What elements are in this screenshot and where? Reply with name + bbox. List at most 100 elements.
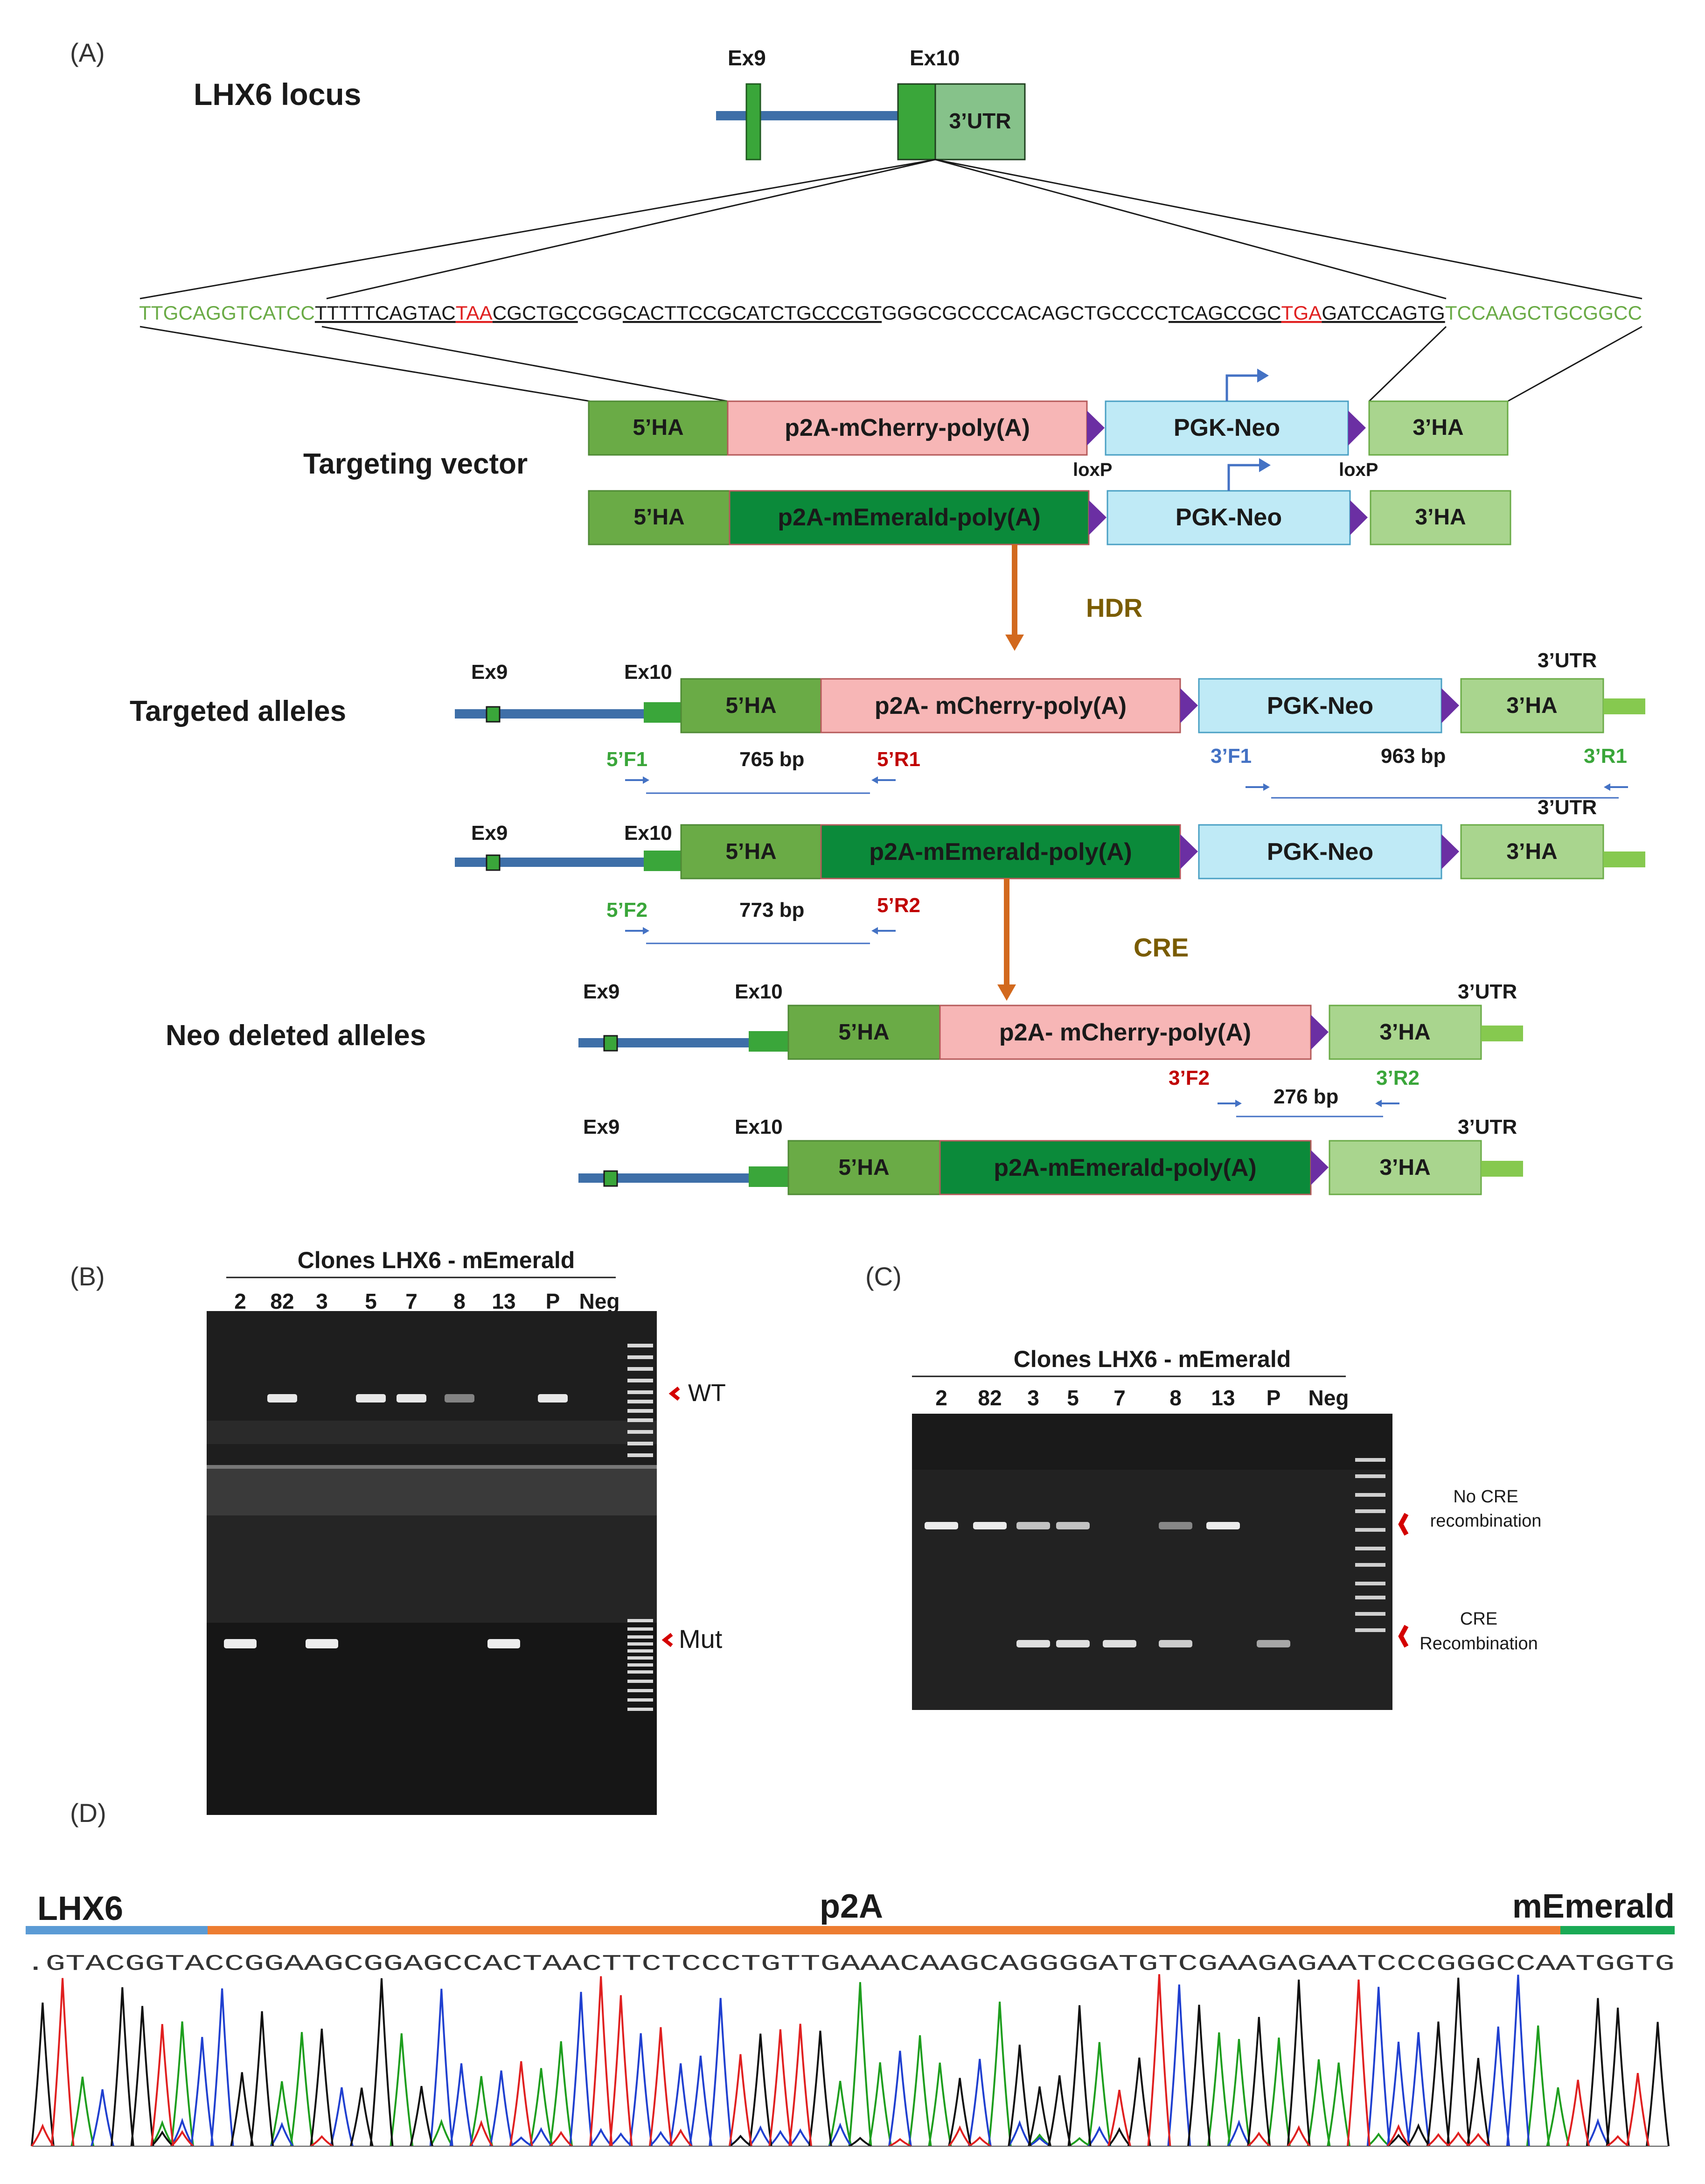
cre-band: [1016, 1640, 1050, 1647]
gelc-top-dark: [912, 1414, 1392, 1470]
cre-arrowhead: [997, 984, 1016, 1001]
panel-label-b: (B): [70, 1262, 105, 1291]
nd1-3ha-box: [1329, 1005, 1482, 1060]
nd2-emerald-box: [939, 1140, 1312, 1195]
vector1-promoter-arrow: [1225, 374, 1260, 401]
ta2-loxp1: [1180, 834, 1198, 869]
ladder-band: [1355, 1474, 1385, 1478]
primer-3f1: 3’F1: [1211, 745, 1252, 768]
ta1-ex9-box: [486, 706, 501, 723]
ta2-utr-label: 3’UTR: [1538, 796, 1597, 819]
wt-band: [445, 1394, 474, 1403]
ta1-neo-label: PGK-Neo: [1267, 692, 1373, 719]
ladder-band: [627, 1642, 653, 1646]
nd2-utr-tail: [1481, 1161, 1523, 1177]
gelc-lane-label: 5: [1067, 1386, 1079, 1410]
nd2-intron: [578, 1173, 749, 1183]
hdr-arrowhead: [1005, 635, 1024, 651]
vector2-3ha-box: [1370, 490, 1511, 545]
vector2-promoter-arrow: [1227, 464, 1261, 491]
ta1-ex10-label: Ex10: [624, 661, 672, 684]
cre-band: [1103, 1640, 1136, 1647]
ta1-cherry-box: [820, 678, 1181, 733]
vector2-5ha-box: [588, 490, 731, 545]
nd2-ex10-box: [749, 1166, 788, 1187]
vector-row-emerald: 5’HA p2A-mEmerald-poly(A) PGK-Neo 3’HA: [588, 458, 1511, 545]
gelc-cre-marker-icon: [1398, 1625, 1409, 1648]
seqd-memerald-label: mEmerald: [1512, 1888, 1675, 1925]
trace-g: [30, 1977, 1670, 2147]
nd2-ex10-label: Ex10: [735, 1116, 783, 1138]
gelb-lane-label: 8: [453, 1289, 466, 1313]
ladder-band: [627, 1430, 653, 1434]
gelb-divider: [207, 1465, 657, 1469]
gelb-ladder: [627, 1344, 653, 1711]
panel-label-c: (C): [865, 1262, 902, 1291]
gelc-title: Clones LHX6 - mEmerald: [1014, 1346, 1291, 1372]
gelb-lane-label: 7: [405, 1289, 418, 1313]
wt-band: [538, 1394, 568, 1403]
ladder-band: [627, 1453, 653, 1457]
ta2-intron: [455, 858, 644, 867]
vector1-cherry-label: p2A-mCherry-poly(A): [785, 414, 1030, 441]
seqd-p2a-label: p2A: [820, 1888, 883, 1925]
gelb-bottom-rest: [207, 1623, 657, 1815]
gelc-ladder: [1355, 1458, 1385, 1632]
loxp-label-2: loxP: [1339, 460, 1378, 480]
ladder-band: [1355, 1612, 1385, 1616]
nd1-ex9-label: Ex9: [583, 980, 619, 1003]
ladder-band: [627, 1379, 653, 1382]
ladder-band: [1355, 1458, 1385, 1462]
gelc-lane-label: 7: [1113, 1386, 1126, 1410]
nocre-band: [973, 1522, 1007, 1529]
gelc-lane-label: 13: [1211, 1386, 1235, 1410]
ta1-loxp1: [1180, 688, 1198, 723]
vector1-3ha-box: [1368, 400, 1509, 456]
locus-intron-line: [716, 111, 907, 120]
targeted-allele-emerald: Ex9 Ex10 3’UTR 5’HA p2A-mEmerald-poly(A)…: [455, 796, 1645, 879]
vector2-loxp2-triangle: [1350, 500, 1368, 535]
gelb-lane-label: P: [546, 1289, 560, 1313]
seqd-lhx6-label: LHX6: [37, 1890, 123, 1927]
gelb-lane-label: Neg: [579, 1289, 620, 1313]
gelc-lane-label: 2: [935, 1386, 947, 1410]
gelb-top-smear: [207, 1421, 657, 1444]
ta2-3ha-label: 3’HA: [1506, 839, 1557, 864]
primer-arrows-row2: [625, 927, 896, 944]
nd1-cherry-label: p2A- mCherry-poly(A): [999, 1019, 1251, 1046]
ladder-band: [1355, 1582, 1385, 1585]
vector2-neo-box: [1107, 490, 1351, 545]
nd2-ex9-box: [603, 1170, 618, 1187]
ladder-band: [627, 1689, 653, 1692]
targeted-title: Targeted alleles: [130, 695, 346, 727]
nd1-ex10-box: [749, 1031, 788, 1052]
ta1-3ha-label: 3’HA: [1506, 693, 1557, 718]
gelb-lane-label: 13: [492, 1289, 515, 1313]
ta2-utr-tail: [1603, 851, 1645, 867]
gelc-lane-label: 3: [1027, 1386, 1039, 1410]
vector1-neo-box: [1105, 400, 1349, 456]
seq-seg3: CGG: [578, 302, 623, 324]
vector1-cherry-box: [727, 400, 1088, 456]
nd2-ex9-label: Ex9: [583, 1116, 619, 1138]
seq-seg6: TCAGCCGC: [1169, 302, 1281, 324]
ladder-band: [627, 1656, 653, 1660]
ladder-band: [1355, 1563, 1385, 1567]
primer-arrows-row3: [1218, 1100, 1399, 1117]
nd2-loxp: [1311, 1150, 1329, 1185]
locus-utr-label: 3’UTR: [949, 109, 1011, 133]
ta2-ex10-label: Ex10: [624, 822, 672, 844]
locus-ex9-box: [745, 83, 761, 160]
nd1-intron: [578, 1038, 749, 1047]
vector-zoom-lines: [139, 326, 1642, 402]
vector2-5ha-label: 5’HA: [633, 505, 684, 530]
ladder-band: [627, 1649, 653, 1653]
neodel-allele-emerald: Ex9 Ex10 3’UTR 5’HA p2A-mEmerald-poly(A)…: [578, 1116, 1523, 1195]
ta1-loxp2: [1441, 688, 1459, 723]
ta2-ex10-box: [644, 851, 681, 871]
primer-5f1: 5’F1: [606, 748, 647, 771]
ta1-5ha-label: 5’HA: [725, 693, 776, 718]
seq-green-right: TCCAAGCTGCGGCC: [1445, 302, 1642, 324]
ta1-cherry-label: p2A- mCherry-poly(A): [875, 692, 1127, 719]
gelb-wt-marker-icon: [668, 1386, 680, 1401]
